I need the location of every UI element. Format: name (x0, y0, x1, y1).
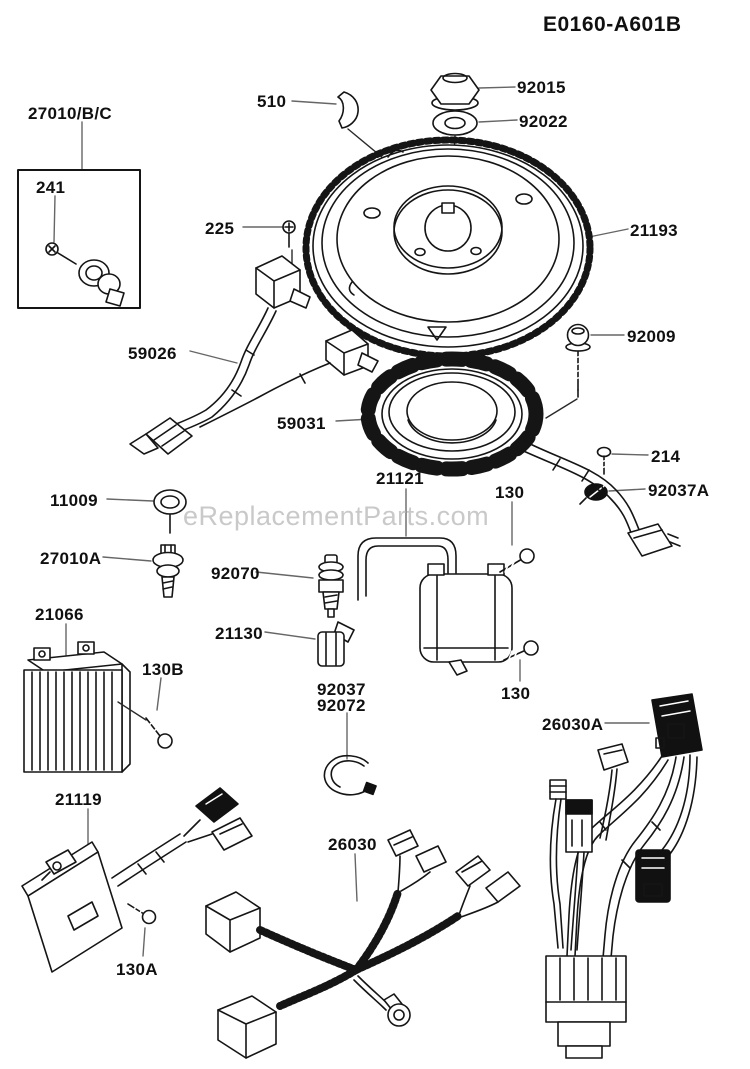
flywheel-drawing (302, 136, 594, 360)
watermark: eReplacementParts.com (183, 501, 490, 531)
part-label-21119: 21119 (55, 790, 102, 809)
part-label-130a: 130A (116, 960, 158, 979)
part-label-59026: 59026 (128, 344, 177, 363)
diagram-code: E0160-A601B (543, 13, 682, 36)
part-label-21121: 21121 (376, 469, 424, 488)
part-label-92037a: 92037A (648, 481, 710, 500)
coil-bolt-top-drawing (499, 548, 535, 573)
clamp-92037-drawing (323, 754, 377, 796)
coil-bolt-bottom-drawing (503, 640, 539, 661)
part-label-21193: 21193 (630, 221, 678, 240)
clamp-92037a-drawing (579, 483, 608, 505)
part-label-225: 225 (205, 219, 235, 238)
part-label-92072: 92072 (317, 696, 366, 715)
grommet-drawing (153, 489, 187, 534)
harness-26030-drawing (205, 829, 521, 1059)
switch-box-drawing (17, 169, 141, 309)
oil-switch-drawing (152, 544, 184, 598)
part-label-92009: 92009 (627, 327, 676, 346)
regulator-bolt-drawing (117, 701, 173, 749)
screw-214-drawing (596, 446, 612, 475)
part-label-130-coil-top: 130 (495, 483, 525, 502)
part-label-26030a: 26030A (542, 715, 604, 734)
ignition-coil-drawing (357, 537, 513, 676)
part-label-130b: 130B (142, 660, 184, 679)
part-label-27010bc: 27010/B/C (28, 104, 112, 123)
part-label-241: 241 (36, 178, 66, 197)
igniter-drawing (21, 787, 253, 973)
harness-26030a-drawing (545, 693, 703, 1059)
nut-washer-drawing (430, 72, 480, 213)
part-label-92022: 92022 (519, 112, 568, 131)
part-label-21066: 21066 (35, 605, 84, 624)
part-label-92015: 92015 (517, 78, 566, 97)
part-label-59031: 59031 (277, 414, 326, 433)
spark-plug-drawing (318, 554, 344, 618)
lead-wire-59026-drawing (129, 255, 379, 455)
part-label-92037: 92037 (317, 680, 366, 699)
part-label-11009: 11009 (50, 491, 98, 510)
part-label-27010a: 27010A (40, 549, 102, 568)
igniter-bolt-drawing (127, 902, 157, 925)
regulator-drawing (23, 641, 131, 773)
part-label-92070: 92070 (211, 564, 260, 583)
part-label-130-coil-bottom: 130 (501, 684, 531, 703)
stator-drawing (360, 351, 681, 557)
leader-lines (53, 86, 650, 957)
screw-225-drawing (282, 220, 296, 287)
plug-cap-drawing (317, 621, 355, 667)
part-label-26030: 26030 (328, 835, 377, 854)
part-label-510: 510 (257, 92, 287, 111)
part-label-214: 214 (651, 447, 681, 466)
part-label-21130: 21130 (215, 624, 263, 643)
bolt-92009-drawing (545, 323, 591, 419)
